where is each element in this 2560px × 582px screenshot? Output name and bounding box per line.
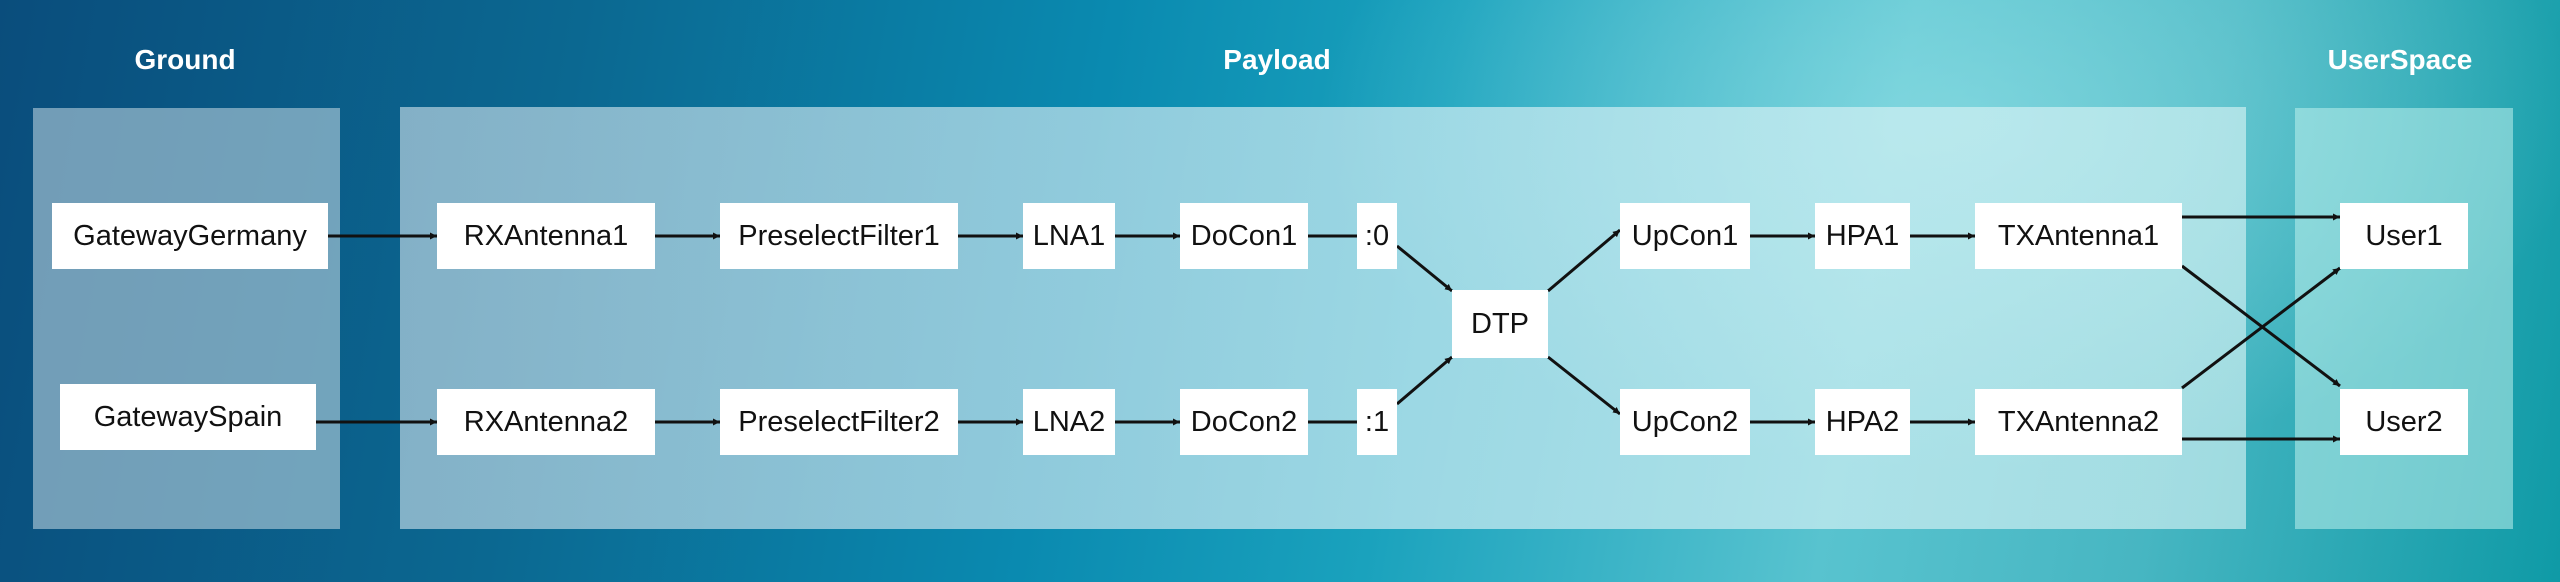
node-tx-antenna1: TXAntenna1 [1975, 203, 2182, 269]
node-user1: User1 [2340, 203, 2468, 269]
node-upcon2: UpCon2 [1620, 389, 1750, 455]
node-hpa1: HPA1 [1815, 203, 1910, 269]
edge-txantenna2-user1 [2181, 266, 2341, 390]
userspace-panel [2295, 108, 2513, 529]
node-port0: :0 [1357, 203, 1397, 269]
node-upcon1: UpCon1 [1620, 203, 1750, 269]
node-preselect-filter2: PreselectFilter2 [720, 389, 958, 455]
payload-title: Payload [1223, 44, 1331, 75]
node-lna2: LNA2 [1023, 389, 1115, 455]
edge-txantenna1-user2 [2181, 264, 2341, 388]
edge-dtp-upcon1 [1547, 228, 1621, 293]
node-rx-antenna1: RXAntenna1 [437, 203, 655, 269]
ground-panel [33, 108, 340, 529]
node-gateway-spain: GatewaySpain [60, 384, 316, 450]
node-lna1: LNA1 [1023, 203, 1115, 269]
edge-port0-dtp [1396, 244, 1453, 293]
node-tx-antenna2: TXAntenna2 [1975, 389, 2182, 455]
edge-port1-dtp [1396, 355, 1453, 406]
node-gateway-germany: GatewayGermany [52, 203, 328, 269]
node-dtp: DTP [1452, 290, 1548, 358]
node-preselect-filter1: PreselectFilter1 [720, 203, 958, 269]
node-user2: User2 [2340, 389, 2468, 455]
node-port1: :1 [1357, 389, 1397, 455]
node-rx-antenna2: RXAntenna2 [437, 389, 655, 455]
ground-title: Ground [134, 44, 236, 75]
payload-panel [400, 107, 2246, 529]
node-docon1: DoCon1 [1180, 203, 1308, 269]
edge-dtp-upcon2 [1547, 355, 1621, 416]
node-hpa2: HPA2 [1815, 389, 1910, 455]
node-docon2: DoCon2 [1180, 389, 1308, 455]
userspace-title: UserSpace [2327, 44, 2473, 75]
